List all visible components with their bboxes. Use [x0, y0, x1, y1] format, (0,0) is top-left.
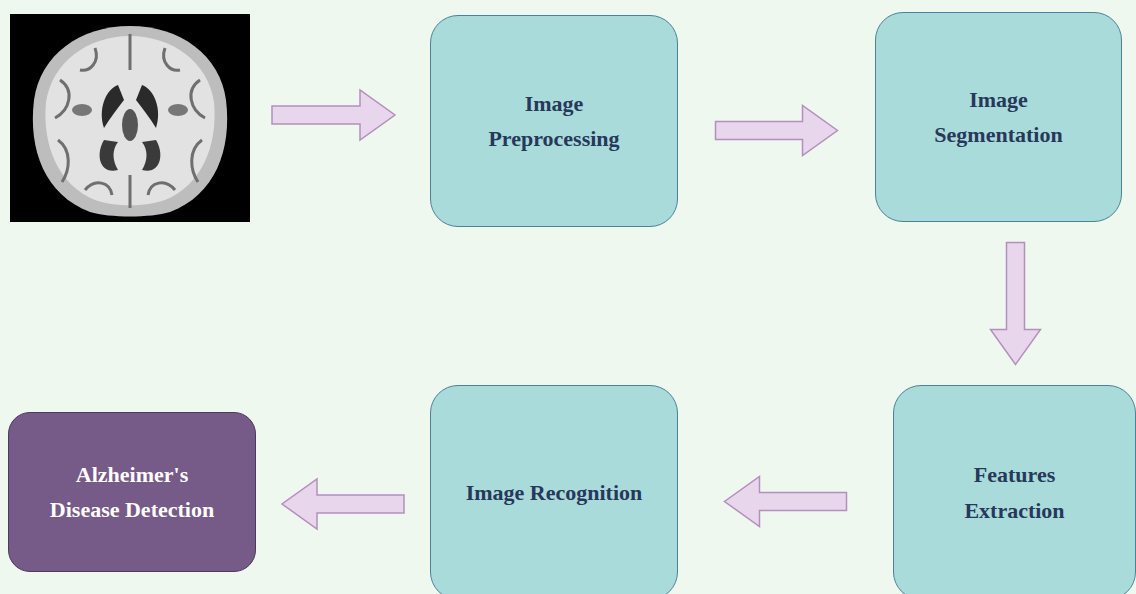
process-box: Features Extraction — [893, 385, 1136, 594]
process-box: Image Segmentation — [875, 12, 1122, 222]
brain-scan — [33, 26, 227, 217]
process-box: Image Preprocessing — [430, 15, 678, 227]
process-box: Image Recognition — [430, 385, 678, 594]
node-label: Alzheimer's Disease Detection — [42, 457, 222, 527]
block-arrow — [716, 106, 838, 156]
node-label: Image Segmentation — [914, 82, 1084, 152]
block-arrow — [725, 477, 847, 527]
block-arrow — [282, 479, 404, 529]
node-label: Features Extraction — [930, 457, 1100, 527]
block-arrow — [991, 243, 1041, 365]
image-frame — [10, 14, 250, 222]
node-label: Image Preprocessing — [469, 86, 639, 156]
node-label: Image Recognition — [466, 475, 643, 510]
result-box: Alzheimer's Disease Detection — [8, 412, 256, 572]
block-arrow — [272, 90, 395, 140]
